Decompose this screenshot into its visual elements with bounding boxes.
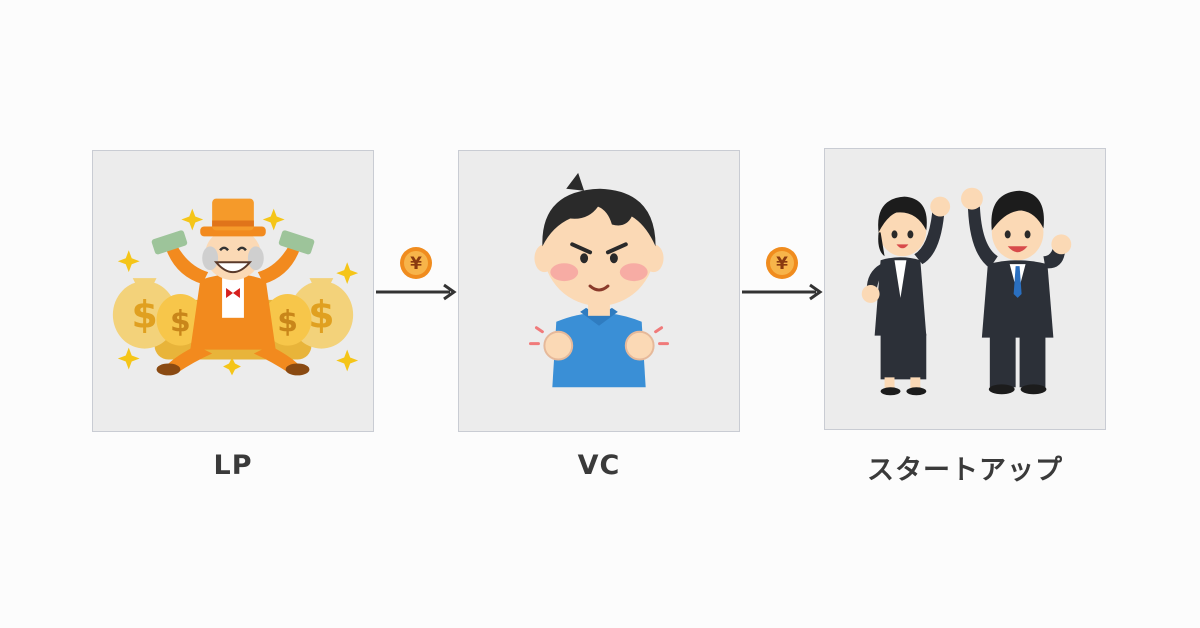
man-figure (961, 187, 1072, 395)
svg-text:$: $ (308, 293, 334, 337)
edge-lp-to-vc: ¥ (376, 247, 457, 301)
svg-text:$: $ (170, 305, 191, 340)
yen-coin-icon: ¥ (400, 247, 432, 279)
node-lp-panel: $ $ $ $ (92, 150, 374, 432)
arrowhead-icon (809, 283, 823, 301)
node-startup-panel (824, 148, 1106, 430)
node-lp-label: LP (213, 450, 253, 481)
edge-vc-to-startup: ¥ (742, 247, 823, 301)
yen-coin-label: ¥ (410, 254, 422, 274)
svg-text:$: $ (132, 293, 158, 337)
node-vc-panel (458, 150, 740, 432)
svg-text:$: $ (277, 305, 298, 340)
yen-coin-icon: ¥ (766, 247, 798, 279)
yen-coin-label: ¥ (776, 254, 788, 274)
arrowhead-icon (443, 283, 457, 301)
node-vc-label: VC (577, 450, 621, 481)
node-startup-label: スタートアップ (867, 455, 1063, 486)
rich-man-illustration: $ $ $ $ (112, 198, 359, 376)
woman-figure (861, 196, 951, 396)
business-people-illustration (861, 187, 1072, 396)
determined-boy-illustration (529, 172, 669, 388)
